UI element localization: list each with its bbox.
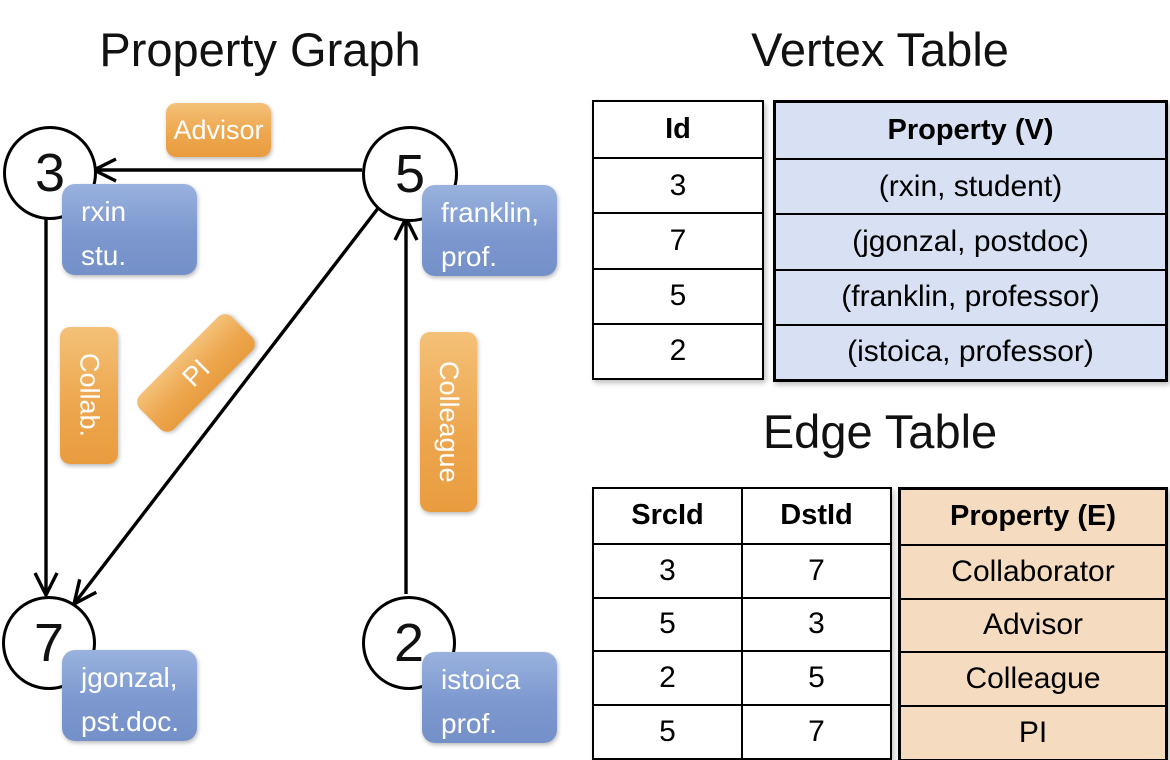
node-id-label: 5	[394, 144, 426, 204]
edge-5-7-line	[72, 205, 381, 606]
edge-table-title: Edge Table	[762, 405, 998, 458]
edge-dstid-cell: 7	[741, 704, 890, 758]
edge-dstid-cell: 7	[741, 542, 890, 597]
edge-srcid-cell: 3	[594, 542, 741, 597]
vertex-label-line: prof.	[441, 708, 498, 739]
node-id-label: 3	[34, 143, 66, 203]
vertex-label-line: rxin	[81, 196, 127, 227]
edge-table-src-dst-columns: SrcId DstId 3 7 5 3 2 5 5 7	[592, 487, 892, 760]
vertex-label-line: stu.	[81, 240, 127, 271]
edge-3-7-arrowhead	[33, 572, 59, 599]
edge-srcid-cell: 5	[594, 596, 741, 651]
graph-node-2: 2	[362, 596, 456, 690]
edge-property-header: Property (E)	[901, 490, 1165, 544]
graph-edges-svg	[33, 157, 419, 608]
vertex-label-jgonzal: jgonzal, pst.doc.	[62, 650, 197, 741]
edge-dstid-cell: 5	[741, 650, 890, 705]
vertex-label-line: prof.	[441, 241, 498, 272]
vertex-id-cell: 5	[594, 267, 762, 323]
node-id-label: 2	[393, 613, 425, 673]
vertex-table-title: Vertex Table	[751, 23, 1009, 76]
edge-table-property-column: Property (E) Collaborator Advisor Collea…	[898, 487, 1168, 760]
vertex-property-header: Property (V)	[776, 103, 1165, 159]
vertex-id-cell: 2	[594, 322, 762, 378]
vertex-property-cell: (jgonzal, postdoc)	[776, 213, 1165, 269]
vertex-table-property-column: Property (V) (rxin, student) (jgonzal, p…	[773, 100, 1168, 382]
vertex-table-id-column: Id 3 7 5 2	[592, 100, 764, 380]
edge-srcid-cell: 5	[594, 704, 741, 758]
vertex-label-line: jgonzal,	[81, 662, 178, 693]
edge-label-colleague: Colleague	[420, 332, 477, 512]
edge-label-collab: Collab.	[60, 327, 118, 464]
vertex-label-rxin: rxin stu.	[62, 184, 197, 275]
vertex-id-cell: 3	[594, 157, 762, 212]
vertex-label-line: istoica	[441, 664, 521, 695]
vertex-property-cell: (franklin, professor)	[776, 268, 1165, 324]
vertex-property-cell: (rxin, student)	[776, 158, 1165, 214]
vertex-id-header: Id	[665, 113, 691, 146]
vertex-label-line: pst.doc.	[81, 706, 180, 737]
edge-dstid-cell: 3	[741, 596, 890, 651]
node-id-label: 7	[33, 613, 65, 673]
vertex-label-istoica: istoica prof.	[422, 652, 557, 743]
edge-dstid-header: DstId	[741, 489, 890, 543]
vertex-label-franklin: franklin, prof.	[422, 185, 557, 276]
property-graph-title: Property Graph	[99, 23, 421, 76]
vertex-table: Id 3 7 5 2 Property (V) (rxin, student) …	[592, 100, 1168, 382]
edge-property-cell: Collaborator	[901, 543, 1165, 598]
edge-property-cell: Colleague	[901, 651, 1165, 706]
vertex-property-cell: (istoica, professor)	[776, 323, 1165, 379]
edge-label-advisor: Advisor	[166, 103, 271, 157]
edge-property-cell: Advisor	[901, 597, 1165, 652]
edge-property-cell: PI	[901, 705, 1165, 759]
edge-srcid-cell: 2	[594, 650, 741, 704]
edge-srcid-header: SrcId	[631, 499, 704, 532]
edge-table: SrcId DstId 3 7 5 3 2 5 5 7 Property (E)…	[592, 487, 1168, 760]
vertex-label-line: franklin,	[441, 197, 540, 228]
vertex-id-cell: 7	[594, 212, 762, 267]
